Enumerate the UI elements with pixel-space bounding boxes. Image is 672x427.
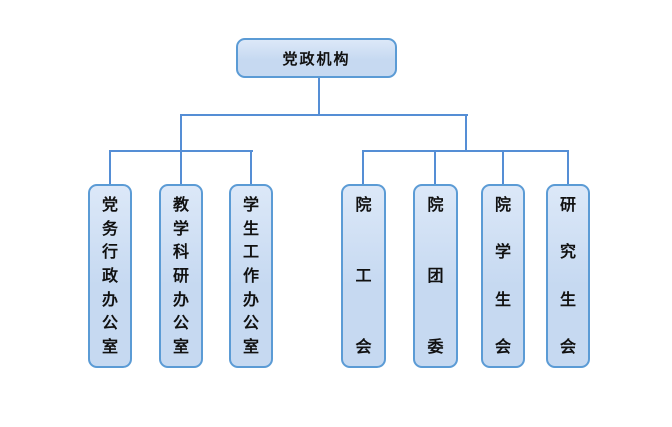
org-box-labor-union: 院工会 [341, 184, 386, 368]
connector-left-branch-stem [180, 114, 182, 152]
connector-right-group-horizontal [362, 150, 569, 152]
connector-drop-right-4 [567, 150, 569, 184]
connector-drop-right-2 [434, 150, 436, 184]
connector-drop-right-1 [362, 150, 364, 184]
org-box-root: 党政机构 [236, 38, 397, 78]
org-box-party-affairs-admin-office: 党务行政办公室 [88, 184, 132, 368]
org-box-graduate-student-union: 研究生会 [546, 184, 590, 368]
org-box-root-label: 党政机构 [282, 49, 351, 68]
org-box-teaching-research-office: 教学科研办公室 [159, 184, 203, 368]
connector-drop-left-1 [109, 150, 111, 184]
org-box-youth-league-committee: 院团委 [413, 184, 458, 368]
org-box-student-work-office: 学生工作办公室 [229, 184, 273, 368]
connector-drop-right-3 [502, 150, 504, 184]
connector-drop-left-3 [250, 150, 252, 184]
connector-drop-left-2 [180, 150, 182, 184]
connector-right-branch-stem [465, 114, 467, 152]
org-box-student-union: 院学生会 [481, 184, 525, 368]
connector-root-stem [318, 77, 320, 115]
connector-level1-horizontal [180, 114, 468, 116]
